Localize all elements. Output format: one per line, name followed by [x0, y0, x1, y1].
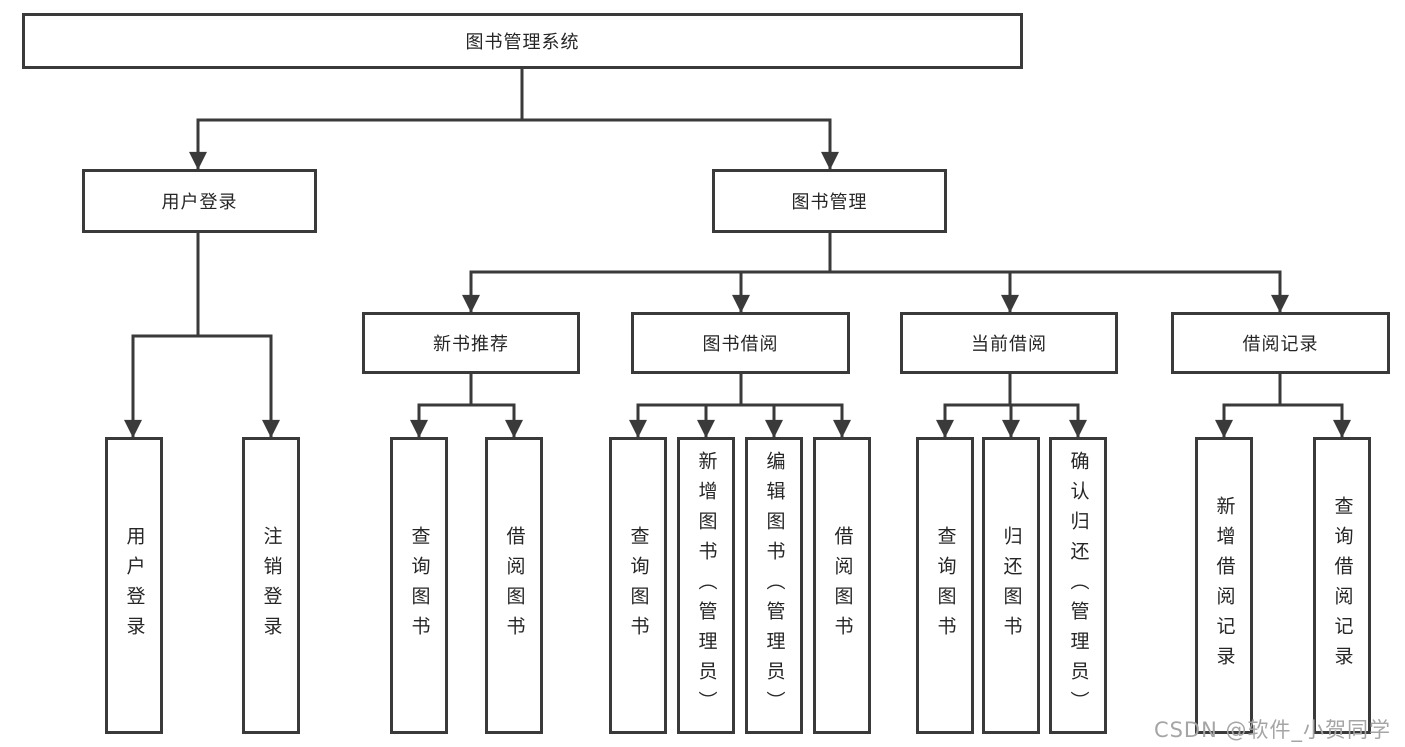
leaf-logout: 注销登录: [242, 437, 300, 734]
leaf-add-books-admin: 新增图书（管理员）: [677, 437, 735, 734]
node-borrowing-records: 借阅记录: [1171, 312, 1390, 374]
node-new-book-recommend: 新书推荐: [362, 312, 580, 374]
node-user-login: 用户登录: [82, 169, 317, 233]
leaf-borrow-books-1: 借阅图书: [485, 437, 543, 734]
node-root-system: 图书管理系统: [22, 13, 1023, 69]
node-current-borrowing: 当前借阅: [900, 312, 1118, 374]
leaf-edit-books-admin: 编辑图书（管理员）: [745, 437, 803, 734]
leaf-confirm-return-admin: 确认归还（管理员）: [1049, 437, 1107, 734]
leaf-query-books-2: 查询图书: [609, 437, 667, 734]
node-book-management: 图书管理: [712, 169, 947, 233]
leaf-add-borrow-record: 新增借阅记录: [1195, 437, 1253, 734]
leaf-user-login: 用户登录: [105, 437, 163, 734]
leaf-query-books-3: 查询图书: [916, 437, 974, 734]
node-book-borrowing: 图书借阅: [631, 312, 850, 374]
leaf-query-books-1: 查询图书: [390, 437, 448, 734]
leaf-borrow-books-2: 借阅图书: [813, 437, 871, 734]
leaf-query-borrow-record: 查询借阅记录: [1313, 437, 1371, 734]
csdn-watermark: CSDN @软件_小贺同学: [1153, 718, 1391, 742]
leaf-return-books: 归还图书: [982, 437, 1040, 734]
